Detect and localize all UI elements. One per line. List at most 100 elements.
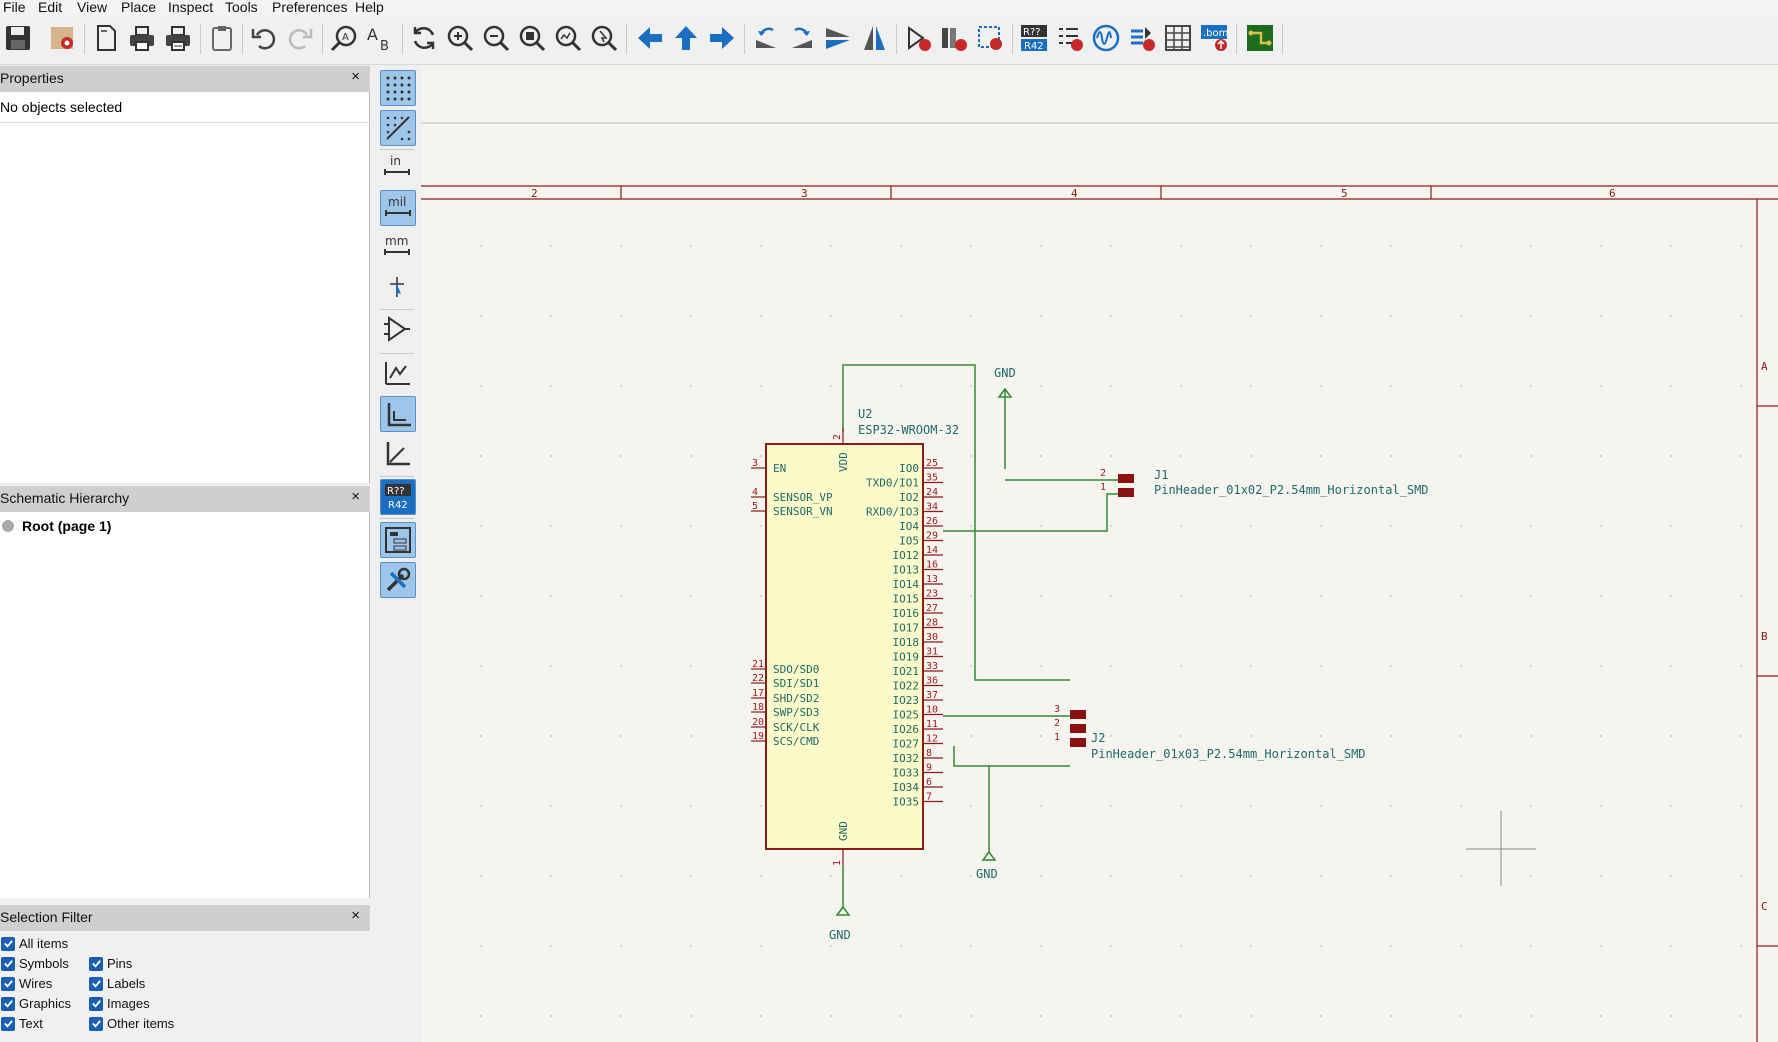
filter-wires[interactable]: Wires — [1, 976, 52, 991]
navigate-back-button[interactable] — [634, 22, 666, 54]
filter-labels[interactable]: Labels — [89, 976, 145, 991]
menu-help[interactable]: Help — [355, 0, 384, 15]
hierarchy-panel-toggle[interactable] — [380, 522, 416, 558]
mirror-horizontal-button[interactable] — [858, 22, 890, 54]
paste-button[interactable] — [206, 22, 238, 54]
u2-right-pin-name: IO4 — [899, 520, 919, 533]
grid-dot — [1460, 245, 1462, 247]
u2-left-pin-name: SENSOR_VP — [773, 491, 833, 504]
redo-button[interactable] — [284, 22, 316, 54]
selection-filter-close-button[interactable]: × — [351, 907, 360, 924]
filter-images[interactable]: Images — [89, 996, 150, 1011]
grid-dot — [1040, 315, 1042, 317]
grid-dot — [690, 455, 692, 457]
annotate-left-button[interactable]: R??R42 — [380, 479, 416, 515]
footprint-assign-button[interactable] — [974, 22, 1006, 54]
grid-dot — [1740, 805, 1742, 807]
grid-dot — [970, 735, 972, 737]
filter-other-items[interactable]: Other items — [89, 1016, 174, 1031]
gnd-symbol-top — [997, 387, 1013, 398]
grid-dot — [1180, 245, 1182, 247]
bom-table-button[interactable] — [1162, 22, 1194, 54]
rotate-ccw-button[interactable] — [750, 22, 782, 54]
zoom-in-button[interactable] — [444, 22, 476, 54]
print-button[interactable] — [126, 22, 158, 54]
symbol-editor-button[interactable] — [902, 22, 934, 54]
filter-text[interactable]: Text — [1, 1016, 43, 1031]
menu-file[interactable]: File — [3, 0, 26, 15]
annotate-button[interactable]: R??R42 — [1018, 22, 1050, 54]
svg-text:mm: mm — [385, 234, 408, 248]
bom-export-button[interactable]: .bom — [1198, 22, 1230, 54]
u2-right-pin-number: 25 — [926, 458, 938, 469]
simulator-button[interactable] — [1090, 22, 1122, 54]
units-inch-button[interactable]: in — [380, 150, 414, 184]
filter-label: Labels — [107, 976, 146, 991]
u2-right-pin-name: IO33 — [893, 767, 920, 780]
hierarchy-root-item[interactable]: Root (page 1) — [2, 518, 111, 534]
line-mode-90-button[interactable] — [380, 396, 416, 432]
filter-all-items[interactable]: All items — [1, 936, 68, 951]
hierarchy-close-button[interactable]: × — [351, 488, 360, 505]
grid-dot — [1740, 875, 1742, 877]
menu-tools[interactable]: Tools — [225, 0, 258, 15]
zoom-out-button[interactable] — [480, 22, 512, 54]
j2-pin3-num: 3 — [1054, 704, 1060, 715]
filter-graphics[interactable]: Graphics — [1, 996, 71, 1011]
simulator-icon — [1092, 24, 1120, 52]
u2-right-pin-number: 24 — [926, 487, 938, 498]
plot-button[interactable] — [162, 22, 194, 54]
grid-dot — [1250, 245, 1252, 247]
menu-preferences[interactable]: Preferences — [272, 0, 348, 15]
cursor-style-button[interactable] — [380, 270, 414, 304]
u2-left-pin-number: 3 — [752, 458, 758, 469]
line-mode-45-button[interactable] — [380, 436, 414, 470]
redo-icon — [288, 28, 313, 50]
units-mm-button[interactable]: mm — [380, 230, 414, 264]
properties-status: No objects selected — [0, 99, 123, 115]
grid-dot — [620, 315, 622, 317]
find-button[interactable]: A — [328, 22, 360, 54]
j2-pad-3 — [1070, 710, 1086, 719]
page-settings-button[interactable] — [90, 22, 122, 54]
grid-dot — [970, 945, 972, 947]
properties-close-button[interactable]: × — [351, 68, 360, 85]
grid-dot — [1040, 525, 1042, 527]
zoom-objects-button[interactable] — [552, 22, 584, 54]
refresh-button[interactable] — [408, 22, 440, 54]
menu-place[interactable]: Place — [121, 0, 157, 15]
units-mil-button[interactable]: mil — [380, 190, 416, 226]
zoom-fit-button[interactable] — [516, 22, 548, 54]
properties-panel-toggle[interactable] — [380, 562, 416, 598]
menu-view[interactable]: View — [77, 0, 108, 15]
zoom-in-icon — [447, 25, 474, 52]
erc-button[interactable] — [1054, 22, 1086, 54]
menu-inspect[interactable]: Inspect — [168, 0, 214, 15]
navigate-forward-button[interactable] — [706, 22, 738, 54]
save-button[interactable] — [2, 22, 34, 54]
grid-dot — [1110, 385, 1112, 387]
undo-button[interactable] — [248, 22, 280, 54]
mirror-vertical-button[interactable] — [822, 22, 854, 54]
grid-override-button[interactable] — [380, 110, 416, 146]
filter-symbols[interactable]: Symbols — [1, 956, 69, 971]
line-mode-free-button[interactable] — [380, 356, 414, 390]
sheet-row-label: A — [1761, 360, 1768, 373]
hidden-pins-button[interactable] — [380, 312, 414, 346]
grid-dot — [550, 455, 552, 457]
filter-pins[interactable]: Pins — [89, 956, 132, 971]
zoom-selection-button[interactable] — [588, 22, 620, 54]
rotate-ccw-icon — [756, 27, 776, 48]
grid-dot — [620, 805, 622, 807]
pcb-editor-button[interactable] — [1244, 22, 1276, 54]
schematic-setup-button[interactable] — [46, 22, 78, 54]
assign-footprints-button[interactable] — [1126, 22, 1158, 54]
symbol-library-button[interactable] — [938, 22, 970, 54]
navigate-up-button[interactable] — [670, 22, 702, 54]
rotate-cw-button[interactable] — [786, 22, 818, 54]
grid-dot — [550, 315, 552, 317]
menu-edit[interactable]: Edit — [38, 0, 63, 15]
grid-toggle-button[interactable] — [380, 70, 416, 106]
